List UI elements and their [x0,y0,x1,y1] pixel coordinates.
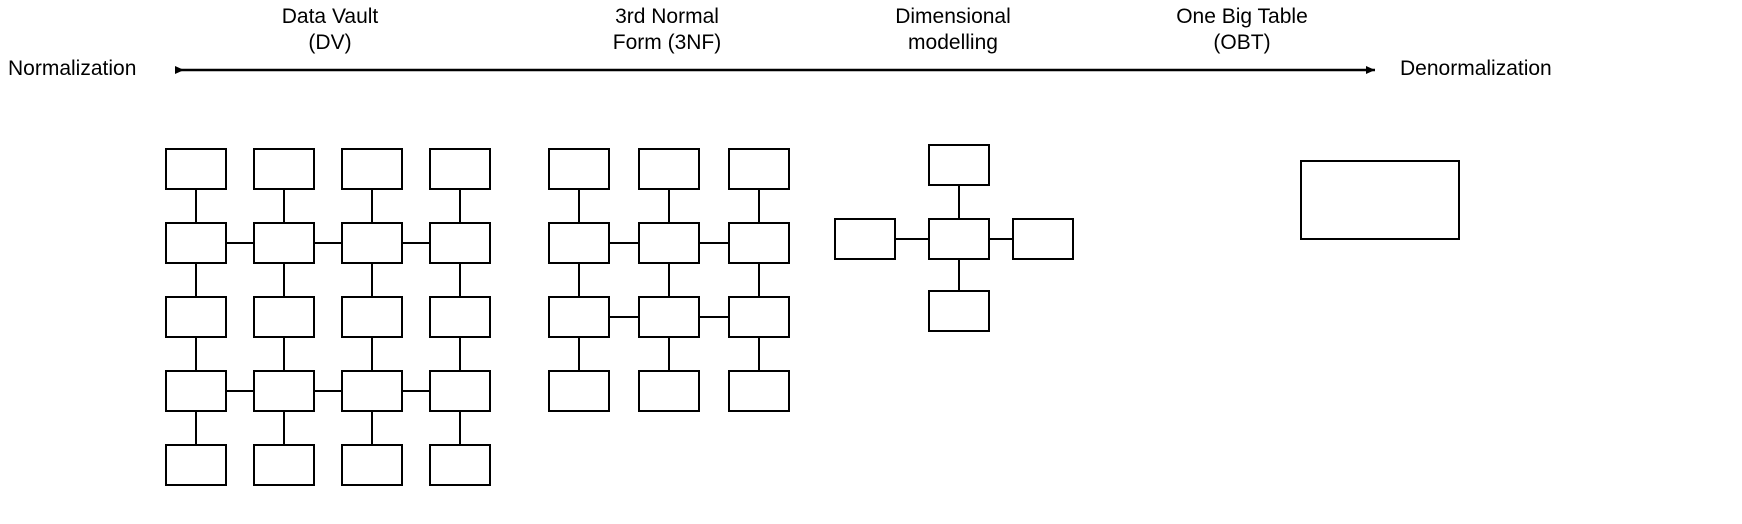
dimension-box-bottom [928,290,990,332]
connector-horizontal [990,238,1012,240]
stage-label-line1: Data Vault [281,5,379,28]
connector-vertical [578,264,580,296]
entity-box [341,370,403,412]
entity-box [638,370,700,412]
connector-vertical [459,264,461,296]
entity-box [728,370,790,412]
entity-box [638,148,700,190]
connector-vertical [668,264,670,296]
connector-horizontal [896,238,928,240]
connector-horizontal [315,390,341,392]
connector-vertical [283,264,285,296]
connector-horizontal [700,316,728,318]
entity-box [429,444,491,486]
entity-box [165,222,227,264]
connector-vertical [459,338,461,370]
entity-box [165,444,227,486]
stage-label-line1: 3rd Normal [615,5,719,28]
connector-vertical [578,190,580,222]
entity-box [165,148,227,190]
connector-horizontal [403,390,429,392]
entity-box [341,296,403,338]
dimension-box-right [1012,218,1074,260]
entity-box [253,444,315,486]
fact-box-center [928,218,990,260]
connector-vertical [283,412,285,444]
entity-box [429,370,491,412]
entity-box [429,222,491,264]
connector-horizontal [403,242,429,244]
connector-vertical [668,190,670,222]
axis-label-normalization: Normalization [8,57,137,80]
stage-label-line2: modelling [908,31,998,54]
entity-box [548,296,610,338]
dimension-box-left [834,218,896,260]
entity-box [548,222,610,264]
connector-vertical [195,190,197,222]
connector-vertical [578,338,580,370]
stage-label-one-big-table: One Big Table (OBT) [1112,4,1372,56]
connector-vertical [459,412,461,444]
connector-vertical [195,338,197,370]
axis-label-denormalization: Denormalization [1400,57,1552,80]
stage-label-line2: (DV) [308,31,352,54]
entity-box [429,148,491,190]
stage-label-third-normal-form: 3rd Normal Form (3NF) [537,4,797,56]
connector-horizontal [610,242,638,244]
entity-box [548,148,610,190]
connector-vertical [371,338,373,370]
entity-box [341,148,403,190]
stage-label-line1: Dimensional [895,5,1011,28]
stage-label-dimensional-modelling: Dimensional modelling [823,4,1083,56]
connector-vertical [668,338,670,370]
entity-box [638,296,700,338]
connector-vertical [958,186,960,218]
stage-label-data-vault: Data Vault (DV) [200,4,460,56]
entity-box [728,296,790,338]
connector-vertical [283,338,285,370]
connector-horizontal [315,242,341,244]
model-diagram-one-big-table-box [1300,160,1460,240]
connector-vertical [459,190,461,222]
connector-vertical [195,264,197,296]
connector-horizontal [227,242,253,244]
connector-vertical [371,190,373,222]
entity-box [341,444,403,486]
connector-horizontal [700,242,728,244]
connector-horizontal [610,316,638,318]
entity-box [165,370,227,412]
entity-box [253,222,315,264]
connector-vertical [758,338,760,370]
connector-vertical [195,412,197,444]
entity-box [341,222,403,264]
entity-box [728,148,790,190]
connector-vertical [371,264,373,296]
entity-box [728,222,790,264]
entity-box [165,296,227,338]
entity-box [548,370,610,412]
stage-label-line1: One Big Table [1176,5,1308,28]
dimension-box-top [928,144,990,186]
entity-box [429,296,491,338]
connector-horizontal [227,390,253,392]
connector-vertical [758,264,760,296]
entity-box [253,370,315,412]
connector-vertical [371,412,373,444]
stage-label-line2: Form (3NF) [612,31,722,54]
connector-vertical [283,190,285,222]
stage-label-line2: (OBT) [1213,31,1271,54]
connector-vertical [758,190,760,222]
entity-box [638,222,700,264]
entity-box [253,296,315,338]
entity-box [253,148,315,190]
connector-vertical [958,260,960,290]
